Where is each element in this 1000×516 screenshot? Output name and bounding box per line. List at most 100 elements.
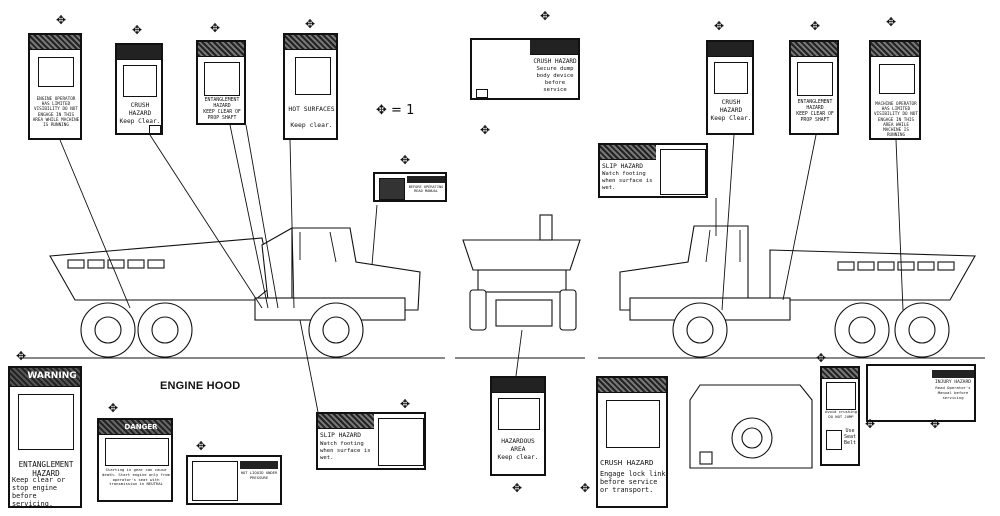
decal-crush-dump-title: CRUSH HAZARD [533,58,577,65]
decal-hot-surfaces: HOT SURFACES Keep clear. [283,33,338,140]
rear-frame [477,269,567,293]
decal-entangle-left-body: KEEP CLEAR OF PROP SHAFT [203,110,241,121]
rear-tire-left [469,289,487,331]
leader-lines [59,124,904,413]
decal-manual-body: Read Operator's Manual before servicing [935,385,971,400]
decal-hazard-area-body: Keep clear. [497,454,539,461]
quantity-marker-icon: ✥ [196,439,207,453]
slip-hazard-icon [378,418,424,466]
quantity-marker-icon: ✥ [376,103,387,118]
decal-entangle-right: ENTANGLEMENT HAZARD KEEP CLEAR OF PROP S… [789,40,839,135]
decal-crush-dump-body: Secure dump body device before service [536,66,574,93]
dump-body-rib-slots-right [837,261,955,271]
decal-warning-entangle-body: Keep clear or stop engine before servici… [12,476,66,508]
entanglement-hazard-icon [797,62,833,96]
decal-crush-lock: CRUSH HAZARD Engage lock link before ser… [596,376,668,508]
slip-hazard-icon [660,149,706,195]
decal-manual-title: INJURY HAZARD [935,380,971,385]
decal-seat-belt-top: Avoid crushing DO NOT JUMP [824,409,857,419]
decal-danger-start: DANGER Starting in gear can cause death.… [97,418,173,502]
quantity-marker-icon: ✥ [16,349,27,363]
crush-hazard-icon [123,65,157,97]
truck-left [49,227,421,358]
decal-hot-surfaces-body: Keep clear. [290,121,333,129]
quantity-marker-icon: ✥ [480,123,491,137]
quantity-marker-icon: ✥ [400,153,411,167]
quantity-marker-icon: ✥ [930,417,941,431]
decal-slip-center-title: SLIP HAZARD [320,432,361,439]
decal-entangle-right-title: ENTANGLEMENT HAZARD [797,100,833,111]
decal-crush-lock-title: CRUSH HAZARD [600,458,654,467]
decal-crush-left-title: CRUSH HAZARD [128,102,152,117]
decal-manual: INJURY HAZARD Read Operator's Manual bef… [866,364,976,422]
dump-body-right [769,249,976,301]
quantity-marker-icon: ✥ [108,401,119,415]
operator-visibility-icon [879,64,915,94]
no-operation-icon [379,178,405,200]
exhaust-stack [539,214,553,241]
decal-visibility-left: ENGINE OPERATOR HAS LIMITED VISIBILITY D… [28,33,82,140]
legend-text: = 1 [391,103,415,118]
rotating-fan-icon [18,394,74,450]
dump-body-rear [462,239,581,271]
hot-surface-icon [295,57,331,95]
quantity-marker-icon: ✥ [540,9,551,23]
entanglement-hazard-icon [204,62,240,96]
decal-hazard-area-title: HAZARDOUS AREA [501,438,535,453]
decal-seat-belt: Avoid crushing DO NOT JUMP Use Seat Belt [820,366,860,466]
decal-hazard-area: HAZARDOUS AREA Keep clear. [490,376,546,476]
cab-right [619,225,749,311]
truck-right [619,225,976,358]
decal-seat-belt-bottom: Use Seat Belt [843,428,857,446]
decal-part-tag [476,89,488,98]
decal-visibility-right: MACHINE OPERATOR HAS LIMITED VISIBILITY … [869,40,921,140]
decal-danger-start-header: DANGER [124,423,158,431]
decal-crush-right: CRUSH HAZARD Keep Clear. [706,40,754,135]
quantity-marker-icon: ✥ [512,481,523,495]
decal-warning-entangle-title: ENTANGLEMENT HAZARD [18,460,74,478]
dump-body-crush-icon [478,46,526,92]
rollover-icon [826,382,856,410]
dump-body-rib-slots-left [67,259,165,269]
decal-part-tag [149,125,161,134]
quantity-marker-icon: ✥ [886,15,897,29]
quantity-marker-icon: ✥ [810,19,821,33]
decal-crush-left: CRUSH HAZARD Keep Clear. [115,43,163,135]
dump-body-left [49,237,273,301]
decal-slip-right-body: Watch footing when surface is wet. [602,171,653,191]
decal-warning-entangle-header: WARNING [27,371,77,381]
lock-link-detail-drawing [689,384,813,469]
operator-visibility-icon [38,57,74,87]
quantity-marker-icon: ✥ [305,17,316,31]
decal-slip-center-body: Watch footing when surface is wet. [320,441,371,461]
decal-small-cab-text: BEFORE OPERATING READ MANUAL [408,185,444,194]
decal-visibility-left-text: ENGINE OPERATOR HAS LIMITED VISIBILITY D… [32,97,80,129]
quantity-marker-icon: ✥ [714,19,725,33]
decal-visibility-right-text: MACHINE OPERATOR HAS LIMITED VISIBILITY … [874,102,918,139]
quantity-marker-icon: ✥ [210,21,221,35]
lock-link-icon [606,400,660,448]
decal-crush-dump: CRUSH HAZARD Secure dump body device bef… [470,38,580,100]
quantity-legend: ✥ = 1 [376,103,414,118]
decal-crush-left-body: Keep Clear. [119,118,161,125]
truck-center [462,214,581,331]
quantity-marker-icon: ✥ [816,351,827,365]
quantity-marker-icon: ✥ [580,481,591,495]
engine-hood-label: ENGINE HOOD [160,380,241,392]
quantity-marker-icon: ✥ [132,23,143,37]
decal-entangle-left-title: ENTANGLEMENT HAZARD [204,98,240,109]
quantity-marker-icon: ✥ [400,397,411,411]
rear-tire-right [559,289,577,331]
run-over-hazard-icon [105,438,169,466]
decal-slip-right-title: SLIP HAZARD [602,163,643,170]
decal-pressure-body: HOT LIQUID UNDER PRESSURE [240,470,278,480]
keep-clear-icon [498,398,540,430]
cab-frame-left [261,227,293,301]
crush-hazard-icon [714,62,748,94]
decal-crush-right-body: Keep Clear. [710,115,752,122]
quantity-marker-icon: ✥ [865,417,876,431]
decal-danger-start-body: Starting in gear can cause death. Start … [102,467,170,487]
decal-small-cab: BEFORE OPERATING READ MANUAL [373,172,447,202]
